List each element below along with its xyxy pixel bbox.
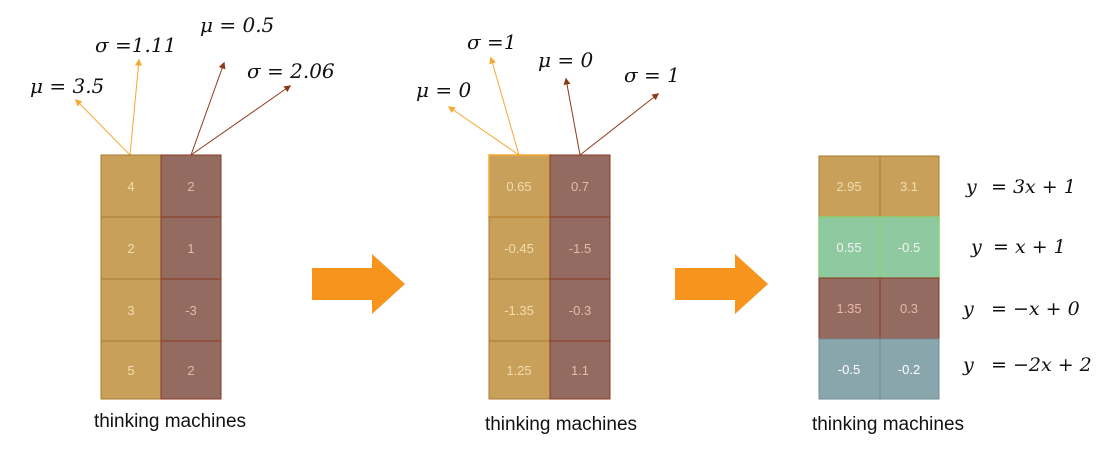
pointer-sigma-right [190,85,292,156]
pointer-sigma-left [489,56,520,156]
transform-arrow-2 [675,254,768,314]
panel-2: μ = 0 σ =1 μ = 0 σ = 1 0.65 -0.45 -1.35 … [416,30,680,435]
cell-value: -1.5 [569,241,591,256]
cell [818,338,881,400]
cell-value: 2 [187,363,194,378]
cell [818,216,881,279]
column-a: 4 2 3 5 [100,154,162,400]
cell-value: 1.1 [571,363,589,378]
cell-value: -0.45 [504,241,534,256]
cell [100,154,162,218]
cell-value: -0.3 [569,303,591,318]
panel-3: 2.95 3.1 0.55 -0.5 1.35 0.3 -0.5 -0.2 y … [812,155,1092,435]
cell-value: 3 [127,303,134,318]
label-mu-right: μ = 0 [538,48,593,72]
cell-value: 0.65 [506,179,531,194]
cell-value: -0.5 [898,240,920,255]
cell [488,340,551,400]
cell [818,155,881,218]
cell-value: 0.3 [900,301,918,316]
cell-value: -0.2 [898,362,920,377]
panel-1: μ = 3.5 σ =1.11 μ = 0.5 σ = 2.06 4 2 3 5… [30,13,335,432]
pointer-mu-left [75,99,131,156]
pointer-mu-left [447,106,520,156]
pointer-sigma-right [579,93,660,156]
cell [879,155,940,218]
equation-rhs: = −2x + 2 [991,354,1092,376]
equation-rhs: = x + 1 [993,236,1066,258]
cell-value: 0.7 [571,179,589,194]
cell-value: 0.55 [836,240,861,255]
caption: thinking machines [485,414,637,435]
equation-lhs: y [962,354,974,376]
cell-value: 2.95 [836,179,861,194]
cell [100,216,162,280]
pointer-mu-right [190,61,226,156]
cell-value: -3 [185,303,197,318]
equation-rhs: = 3x + 1 [991,176,1076,198]
cell-value: 2 [127,241,134,256]
cell-value: 1 [187,241,194,256]
cell [549,216,611,280]
cell [488,216,551,280]
equation-lhs: y [965,176,977,198]
caption: thinking machines [94,411,246,432]
cell [879,216,940,279]
pointer-sigma-left [129,58,142,156]
label-sigma-left: σ =1 [467,30,517,54]
pointer-mu-right [563,77,581,156]
cell-value: 1.35 [836,301,861,316]
cell [160,216,222,280]
column-b: 0.7 -1.5 -0.3 1.1 [549,154,611,400]
label-mu-right: μ = 0.5 [200,13,274,37]
cell-value: 4 [127,179,134,194]
cell [100,278,162,342]
label-sigma-right: σ = 2.06 [247,59,335,83]
label-mu-left: μ = 3.5 [30,74,104,98]
cell [879,338,940,400]
cell-value: -1.35 [504,303,534,318]
label-mu-left: μ = 0 [416,78,471,102]
cell-value: 2 [187,179,194,194]
cell [879,277,940,340]
label-sigma-left: σ =1.11 [95,33,176,57]
equation-lhs: y [962,298,974,320]
equation-lhs: y [970,236,982,258]
cell-value: 3.1 [900,179,918,194]
cell-value: 5 [127,363,134,378]
cell-value: -0.5 [838,362,860,377]
label-sigma-right: σ = 1 [624,63,680,87]
transform-arrow-1 [312,254,405,314]
column-a: 0.65 -0.45 -1.35 1.25 [488,154,551,400]
cell [549,340,611,400]
cell [818,277,881,340]
cell-value: 1.25 [506,363,531,378]
equation-rhs: = −x + 0 [991,298,1080,320]
column-b: 2 1 -3 2 [160,154,222,400]
cell [160,340,222,400]
caption: thinking machines [812,414,964,435]
